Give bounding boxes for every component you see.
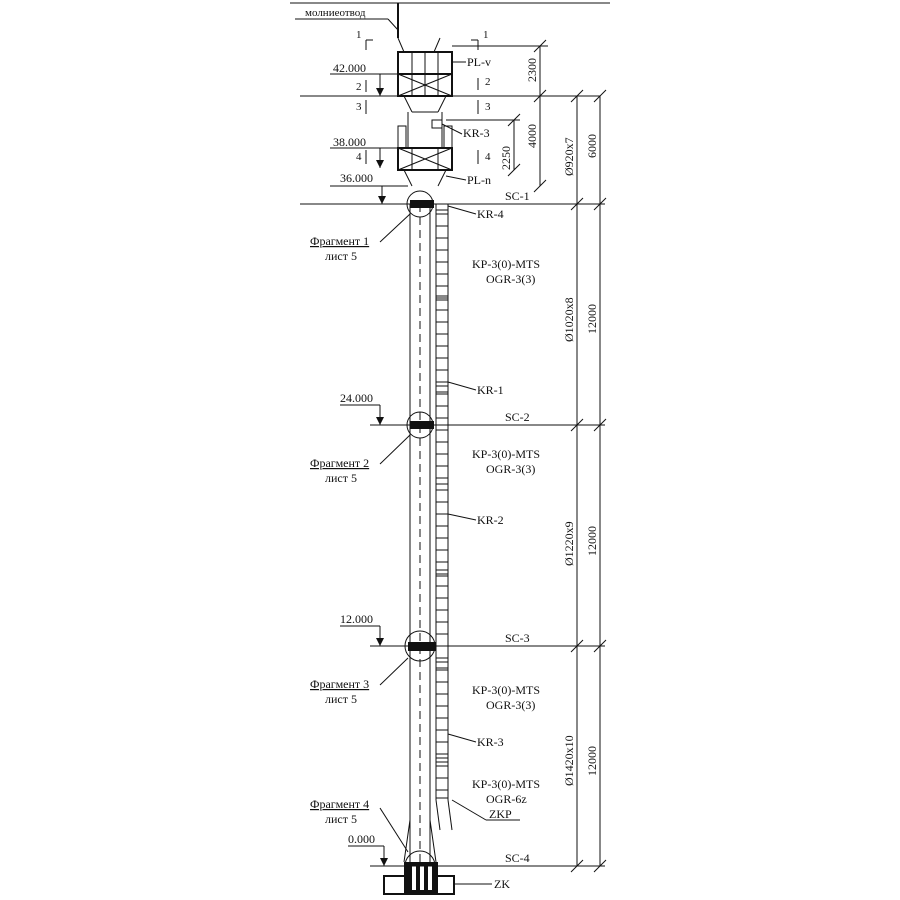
- fragment-2-sheet: лист 5: [325, 471, 357, 485]
- lightning-rod-label: молниеотвод: [305, 7, 366, 19]
- base-foundation: [383, 862, 455, 895]
- kr3-top-label: KR-3: [463, 126, 490, 140]
- dim-12000-a: 12000: [585, 304, 599, 334]
- cut-2-left: 2: [356, 81, 362, 93]
- kp-2-label: KP-3(0)-MTS: [472, 447, 540, 461]
- kr3-top-leader: [441, 123, 463, 135]
- dim-12000-b: 12000: [585, 526, 599, 556]
- elev-36-arrow: [378, 196, 386, 204]
- lightning-rod-leader-tip: [387, 18, 399, 31]
- elev-24-label: 24.000: [340, 391, 373, 405]
- ogr-1-label: OGR-3(3): [486, 272, 535, 286]
- dim-col-2: [570, 89, 584, 873]
- elev-12-label: 12.000: [340, 612, 373, 626]
- zkp-leader: [451, 799, 487, 821]
- cut-3-left: 3: [356, 101, 362, 113]
- kr2-leader: [447, 513, 477, 521]
- elev-36-label: 36.000: [340, 171, 373, 185]
- sc-1-label: SC-1: [505, 189, 530, 203]
- zk-label: ZK: [494, 877, 510, 891]
- upper-pipe-section: [397, 112, 453, 149]
- elev-42-label: 42.000: [333, 61, 366, 75]
- dim-pipe3: Ø1220x9: [562, 521, 576, 566]
- elev-38-label: 38.000: [333, 135, 366, 149]
- fragment-2-leader: [379, 434, 411, 465]
- sc-4-label: SC-4: [505, 851, 530, 865]
- pl-n-label: PL-n: [467, 173, 491, 187]
- fragment-4-leader: [379, 807, 409, 853]
- dim-col-1: [452, 39, 548, 193]
- ogr-2-label: OGR-3(3): [486, 462, 535, 476]
- elev-0-label: 0.000: [348, 832, 375, 846]
- zkp-label: ZKP: [489, 807, 512, 821]
- fragment-3-leader: [379, 657, 409, 686]
- cut-4-left: 4: [356, 151, 362, 163]
- fragment-3-title: Фрагмент 3: [310, 677, 369, 691]
- fragment-1-leader: [379, 213, 411, 243]
- elev-12-arrow: [376, 638, 384, 646]
- dim-6000: 6000: [585, 134, 599, 158]
- dim-col-1b: [446, 113, 521, 177]
- elev-42-arrow: [376, 88, 384, 96]
- ogr-3-label: OGR-3(3): [486, 698, 535, 712]
- kr4-leader: [447, 205, 477, 215]
- pl-n-leader: [445, 175, 467, 181]
- kr3-bottom-leader: [447, 733, 477, 743]
- cable-ladder: [435, 204, 453, 831]
- kr4-label: KR-4: [477, 207, 504, 221]
- fragment-1-sheet: лист 5: [325, 249, 357, 263]
- kr1-label: KR-1: [477, 383, 504, 397]
- dim-pipe2: Ø1020x8: [562, 297, 576, 342]
- upper-platform: [397, 51, 453, 113]
- dim-12000-c: 12000: [585, 746, 599, 776]
- kr1-leader: [447, 381, 477, 391]
- kp-3-label: KP-3(0)-MTS: [472, 683, 540, 697]
- sc-3-label: SC-3: [505, 631, 530, 645]
- cut-2-right: 2: [485, 76, 491, 88]
- kp-1-label: KP-3(0)-MTS: [472, 257, 540, 271]
- elev-0-arrow: [380, 858, 388, 866]
- pl-v-label: PL-v: [467, 55, 491, 69]
- sc-2-label: SC-2: [505, 410, 530, 424]
- kr2-label: KR-2: [477, 513, 504, 527]
- tower-shaft: [403, 204, 437, 863]
- cut-1-right: 1: [483, 29, 489, 41]
- fragment-4-sheet: лист 5: [325, 812, 357, 826]
- cut-1-left: 1: [356, 29, 362, 41]
- dim-2250: 2250: [499, 146, 513, 170]
- lower-platform: [397, 147, 453, 187]
- cut-4-right: 4: [485, 151, 491, 163]
- kr3-bottom-label: KR-3: [477, 735, 504, 749]
- elev-24-arrow: [376, 417, 384, 425]
- dim-4000: 4000: [525, 124, 539, 148]
- fragment-3-sheet: лист 5: [325, 692, 357, 706]
- dim-2300: 2300: [525, 58, 539, 82]
- cut-3-right: 3: [485, 101, 491, 113]
- dim-pipe1: Ø920x7: [562, 137, 576, 176]
- kp-4-label: KP-3(0)-MTS: [472, 777, 540, 791]
- fragment-1-title: Фрагмент 1: [310, 234, 369, 248]
- lightning-rod: [397, 3, 441, 53]
- elev-38-arrow: [376, 160, 384, 168]
- cut-mark-1: [365, 39, 479, 50]
- dim-col-3: [593, 89, 607, 873]
- ogr-4-label: OGR-6z: [486, 792, 527, 806]
- dim-pipe4: Ø1420x10: [562, 735, 576, 786]
- fragment-2-title: Фрагмент 2: [310, 456, 369, 470]
- fragment-4-title: Фрагмент 4: [310, 797, 369, 811]
